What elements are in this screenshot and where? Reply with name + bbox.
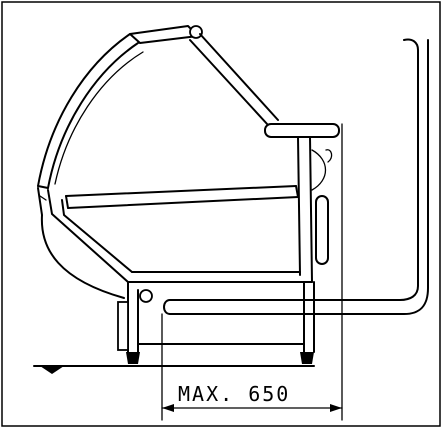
front-glass-curve [37,33,144,189]
deck-shelf [65,185,299,209]
dimension-lines [161,123,343,421]
side-handle [315,195,329,265]
cabinet-rear [127,136,333,283]
hinge-circle [189,25,203,39]
dimension-label: MAX. 650 [178,382,290,406]
front-kick-panel [117,301,129,351]
floor-line [33,365,315,374]
drain-circle [139,289,153,303]
top-canopy [129,25,203,44]
refrigeration-pipe [163,38,429,315]
base-stand [117,281,315,364]
front-lower-body [37,187,133,299]
rear-arm [189,33,279,126]
top-shelf-bar [264,123,340,138]
